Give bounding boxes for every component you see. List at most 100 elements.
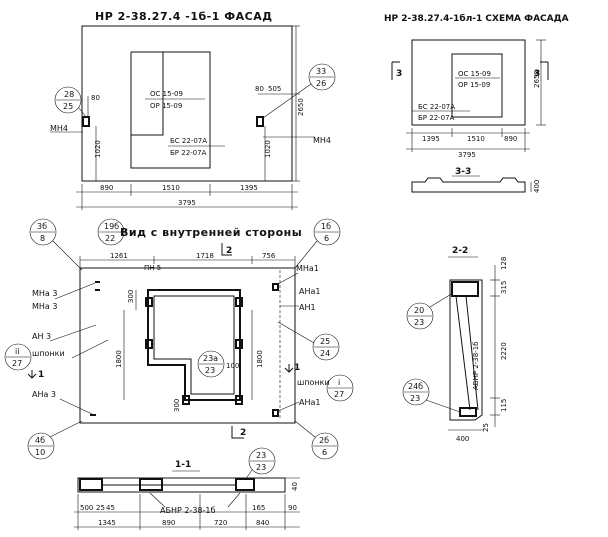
inner-callout-l-bottom: 27 — [12, 359, 22, 368]
inner-callout-bl-bottom: 10 — [35, 448, 45, 457]
section-22-callout-a-bottom: 23 — [414, 318, 424, 327]
inner-callout-r1: 25 24 — [277, 321, 340, 361]
facade-embed-right — [256, 116, 264, 127]
section-22-dim-128: 128 — [500, 257, 508, 270]
facade-panel-outline — [81, 25, 293, 182]
section-11-left-embed — [79, 478, 103, 491]
section-22-rebar-1 — [455, 295, 471, 411]
facade-label-bc: БС 22-07А — [170, 137, 207, 145]
section-22-dim-2220: 2220 — [500, 342, 508, 360]
inner-label-ana1-b: АНа1 — [299, 398, 320, 407]
inner-callout-bl: 4б 10 — [27, 420, 83, 460]
section-22-callout-b-top: 24б — [408, 382, 423, 391]
section-22-callout-a-top: 20 — [414, 306, 424, 315]
inner-embed-2 — [235, 297, 243, 307]
section-22-dim-115: 115 — [500, 399, 508, 412]
facade-mn-left: МН4 — [50, 124, 68, 133]
section-11-callout: 23 23 — [244, 447, 276, 481]
inner-label-ana1-a: АНа1 — [299, 287, 320, 296]
section-11-dim-90: 90 — [288, 504, 297, 512]
inner-rebar-frame-inner — [153, 295, 235, 395]
section-22-top-embed — [451, 281, 479, 297]
inner-embed-right-bottom — [272, 409, 279, 417]
facade-dim-80-right: 80 — [255, 85, 264, 93]
inner-mark-top: 2 — [226, 246, 232, 256]
inner-dim-300-b: 300 — [173, 399, 181, 412]
section-22-callout-b: 24б 23 — [402, 378, 461, 413]
scheme-panel-outline — [411, 39, 526, 126]
inner-embed-1 — [145, 297, 153, 307]
facade-dim-1020-right: 1020 — [264, 140, 272, 158]
inner-callout-r2: i 27 — [326, 374, 354, 402]
section-22-dim-25: 25 — [482, 423, 490, 432]
inner-callout-c: 23а 23 — [197, 350, 225, 378]
inner-rebar-frame-outer — [147, 289, 241, 401]
inner-label-an3: АН 3 — [32, 332, 51, 341]
inner-callout-br-top: 2б — [319, 436, 329, 445]
inner-label-ana3: АНа 3 — [32, 390, 56, 399]
section-11-dim-25: 25 — [96, 504, 105, 512]
section-33-profile — [411, 177, 526, 193]
section-22-view: 2-2 АБНР 2-38-1б 128 315 2220 115 25 400… — [402, 246, 508, 443]
section-22-callout-a: 20 23 — [406, 292, 454, 330]
section-11-dim-165: 165 — [252, 504, 265, 512]
facade-dim-80-left: 80 — [91, 94, 100, 102]
inner-embed-3 — [145, 339, 153, 349]
scheme-opening-outline — [451, 53, 503, 118]
inner-section-mark-top — [221, 243, 232, 256]
facade-mn-right: МН4 — [313, 136, 331, 145]
inner-embed-right-top — [272, 283, 279, 291]
facade-callout-left — [54, 86, 82, 114]
inner-arrow-right — [284, 364, 294, 373]
inner-callout-tl: 3б 8 — [29, 218, 83, 271]
section-22-title: 2-2 — [452, 246, 468, 256]
section-22-dim-400: 400 — [456, 435, 469, 443]
facade-dim-890: 890 — [100, 184, 113, 192]
section-11-dim-890: 890 — [162, 519, 175, 527]
section-22-profile — [449, 279, 483, 421]
inner-embed-5 — [182, 395, 190, 405]
facade-title: НР 2-38.27.4 -1б-1 ФАСАД — [95, 10, 273, 23]
inner-label-mna1: МНа1 — [296, 264, 319, 273]
facade-dim-1020-left: 1020 — [94, 140, 102, 158]
scheme-mark-left: 3 — [396, 69, 402, 79]
section-11-label: АБНР 2-38-1б — [160, 506, 215, 515]
facade-label-op: ОР 15-09 — [150, 102, 182, 110]
inner-callout-l-top: ii — [15, 347, 19, 356]
inner-view: Вид с внутренней стороны 2 1261 1718 756… — [4, 218, 354, 460]
scheme-label-op: ОР 15-09 — [458, 81, 490, 89]
scheme-dim-400: 400 — [533, 180, 541, 193]
scheme-label-oc: ОС 15-09 — [458, 70, 491, 78]
scheme-view: НР 2-38.27.4-1бл-1 СХЕМА ФАСАДА ОС 15-09… — [384, 13, 569, 193]
scheme-dim-1510: 1510 — [467, 135, 485, 143]
inner-callout-tl-bottom: 8 — [40, 234, 45, 243]
inner-callout-tr-bottom: 6 — [324, 234, 329, 243]
inner-dim-300-a: 300 — [127, 290, 135, 303]
facade-opening-outline — [130, 51, 211, 169]
facade-callout-right-top: 33 — [316, 67, 326, 76]
inner-label-pn5: ПН 5 — [144, 264, 161, 272]
scheme-label-bp: БР 22-07А — [418, 114, 455, 122]
section-11-right-embed — [235, 478, 255, 491]
facade-callout-right — [308, 63, 336, 91]
scheme-section-mark-left — [391, 61, 400, 80]
inner-mark-right: 1 — [294, 363, 300, 373]
inner-callout-c-bottom: 23 — [205, 366, 215, 375]
section-11-dim-45: 45 — [106, 504, 115, 512]
inner-callout-tc-top: 19б — [104, 222, 119, 231]
inner-mark-bottom: 2 — [240, 428, 246, 438]
scheme-title: НР 2-38.27.4-1бл-1 СХЕМА ФАСАДА — [384, 13, 569, 24]
scheme-dim-3795: 3795 — [458, 151, 476, 159]
inner-callout-r2-top: i — [338, 378, 340, 387]
facade-callout-left-bottom: 25 — [63, 102, 73, 111]
inner-label-shponki-left: шпонки — [32, 349, 65, 358]
inner-embed-6 — [235, 395, 243, 405]
inner-label-mna3-a: МНа 3 — [32, 289, 57, 298]
scheme-dim-1395: 1395 — [422, 135, 440, 143]
inner-dim-1718: 1718 — [196, 252, 214, 260]
section-11-view: 1-1 40 23 23 АБНР 2-38-1б 500 25 45 165 … — [74, 447, 300, 530]
inner-callout-br: 2б 6 — [294, 420, 339, 460]
section-11-dim-840: 840 — [256, 519, 269, 527]
scheme-mark-right: 3 — [534, 69, 540, 79]
